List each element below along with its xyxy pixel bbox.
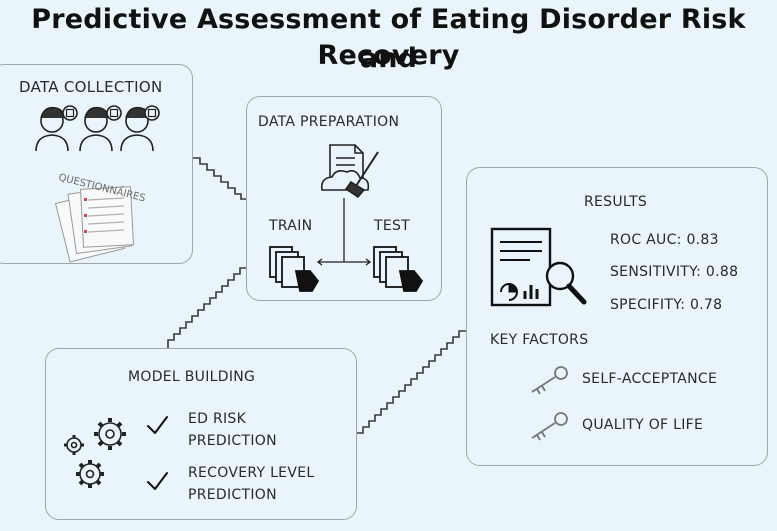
model-item-line: RECOVERY LEVEL [188,465,315,481]
train-label: TRAIN [269,218,313,234]
model-item-ed-risk: ED RISK PREDICTION [188,408,277,452]
data-cleaning-icon [320,144,379,199]
model-building-heading: MODEL BUILDING [128,369,256,385]
person-icon [35,105,78,152]
key-icon [531,366,568,395]
data-collection-heading: DATA COLLECTION [19,78,163,96]
train-documents-icon [269,246,320,292]
gears-icon [64,418,126,488]
model-item-line: ED RISK [188,411,247,427]
questionnaire-papers-icon [54,185,135,263]
factor-quality-of-life: QUALITY OF LIFE [582,417,704,433]
results-heading: RESULTS [584,194,648,210]
test-label: TEST [374,218,411,234]
factor-self-acceptance: SELF-ACCEPTANCE [582,371,718,387]
person-icon [79,105,122,152]
connector-prep-to-model [167,267,246,348]
title-line-1: Predictive Assessment of Eating Disorder… [31,4,746,74]
model-item-recovery: RECOVERY LEVEL PREDICTION [188,462,314,506]
check-icon [147,472,168,490]
model-item-line: PREDICTION [188,487,277,503]
check-icon [147,416,168,434]
results-box [466,167,768,466]
report-magnifier-icon [490,227,587,307]
title-line-2: Recovery [317,40,460,71]
person-icon [120,105,160,152]
data-preparation-heading: DATA PREPARATION [258,114,400,130]
key-factors-heading: KEY FACTORS [490,332,589,348]
connector-model-to-results [357,330,466,434]
key-icon [531,412,568,441]
model-item-line: PREDICTION [188,433,277,449]
split-arrow [316,198,372,266]
page-title: Predictive Assessment of Eating Disorder… [0,0,777,74]
metric-roc-auc: ROC AUC: 0.83 [610,232,719,248]
metric-specificity: SPECIFITY: 0.78 [610,297,723,313]
metric-sensitivity: SENSITIVITY: 0.88 [610,264,739,280]
connector-collection-to-prep [193,157,246,200]
test-documents-icon [373,246,424,292]
